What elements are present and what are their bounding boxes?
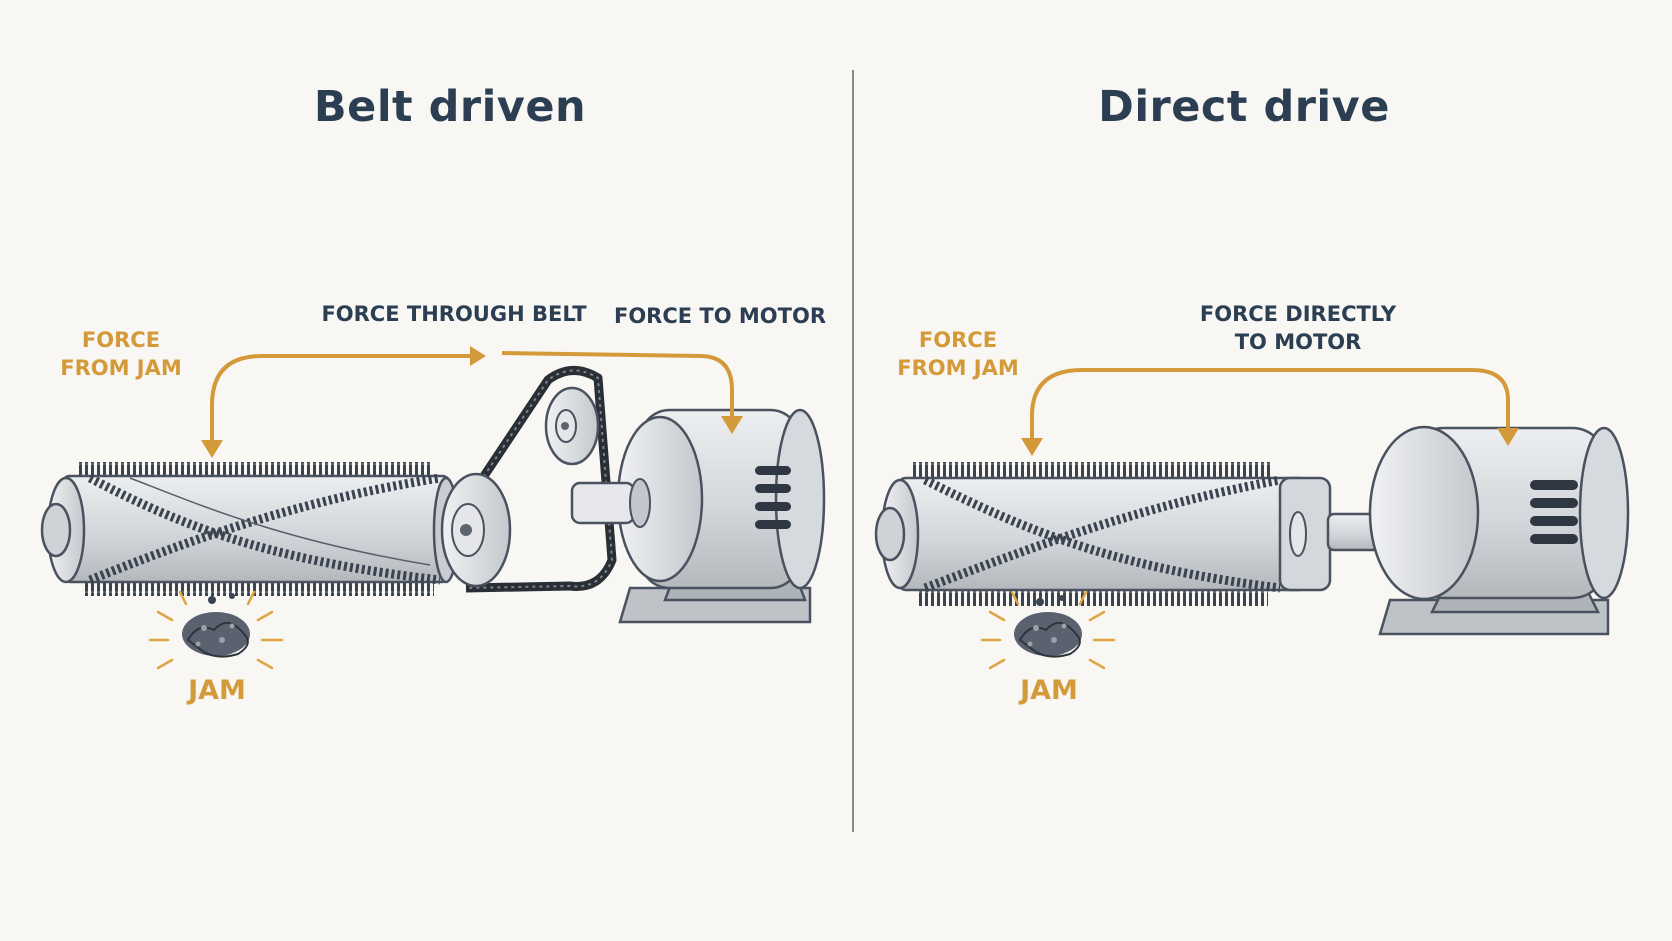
motor-left xyxy=(570,408,826,624)
force-to-motor-label: FORCE TO MOTOR xyxy=(613,304,827,328)
force-from-jam-label-right: FORCE FROM JAM xyxy=(897,328,1019,380)
jam-debris-right xyxy=(980,590,1116,670)
force-arrows-right xyxy=(1021,368,1519,456)
belt-driven-title: Belt driven xyxy=(313,82,587,132)
force-from-jam-label-left: FORCE FROM JAM xyxy=(60,328,182,380)
bristles-top-right xyxy=(912,462,1272,478)
motor-right xyxy=(1368,425,1630,636)
force-directly-to-motor-label: FORCE DIRECTLY TO MOTOR xyxy=(1199,302,1397,354)
motor-pulley xyxy=(544,386,600,466)
brushroll-right xyxy=(874,462,1332,606)
force-through-belt-label: FORCE THROUGH BELT xyxy=(321,302,587,326)
drive-belt xyxy=(464,366,617,593)
bristles-bottom-right xyxy=(918,590,1268,606)
force-arrows-left xyxy=(201,346,743,458)
bristles-bottom-left xyxy=(84,580,434,596)
brushroll-pulley xyxy=(440,472,512,588)
jam-debris-left xyxy=(148,590,284,670)
brushroll-left xyxy=(40,462,460,596)
bristles-top-left xyxy=(78,462,433,478)
panel-divider xyxy=(852,70,854,832)
direct-drive-title: Direct drive xyxy=(1098,82,1390,132)
jam-label-left: JAM xyxy=(188,675,246,706)
jam-label-right: JAM xyxy=(1020,675,1078,706)
